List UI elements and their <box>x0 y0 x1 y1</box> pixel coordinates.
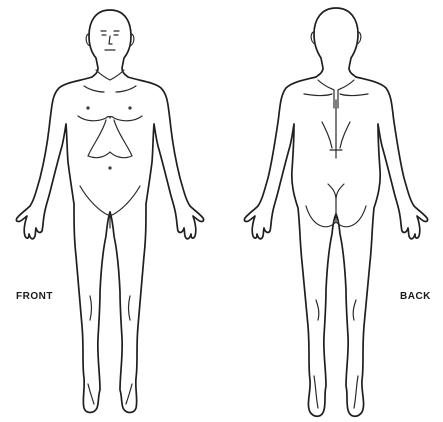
front-body-left <box>16 77 110 413</box>
front-torso-detail <box>78 70 142 228</box>
front-figure <box>16 10 203 413</box>
back-head <box>314 8 358 77</box>
front-body-right <box>110 77 204 413</box>
back-figure <box>244 8 427 416</box>
back-leg-detail <box>314 300 358 408</box>
front-leg-detail <box>88 296 132 404</box>
back-body-right <box>336 77 428 416</box>
back-label: BACK <box>400 291 431 302</box>
back-torso-detail <box>304 80 368 227</box>
back-body-left <box>244 77 336 416</box>
front-label: FRONT <box>16 291 53 302</box>
front-face <box>101 31 119 50</box>
